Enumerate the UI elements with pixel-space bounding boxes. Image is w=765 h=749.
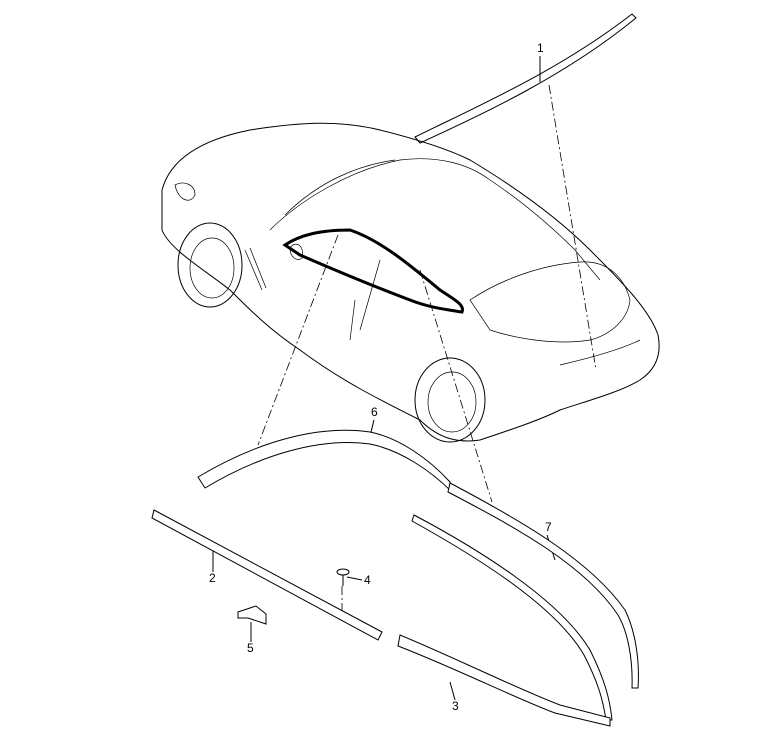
part-2-sill-strip — [151, 509, 383, 641]
car-illustration — [161, 122, 660, 443]
callout-3: 3 — [452, 699, 459, 713]
callout-5: 5 — [247, 641, 254, 655]
part-7-rear-seal — [447, 482, 639, 689]
part-3-lower-strip — [397, 634, 611, 727]
part-1-roof-trim — [414, 13, 637, 144]
callout-1: 1 — [537, 41, 544, 55]
part-4-screw — [336, 568, 350, 586]
callout-7: 7 — [545, 520, 552, 534]
callout-2: 2 — [209, 571, 216, 585]
callout-6: 6 — [371, 405, 378, 419]
part-5-clip — [237, 605, 267, 625]
part-6-upper-seal — [197, 429, 453, 494]
callout-4: 4 — [364, 573, 371, 587]
leader-lines — [212, 84, 597, 701]
